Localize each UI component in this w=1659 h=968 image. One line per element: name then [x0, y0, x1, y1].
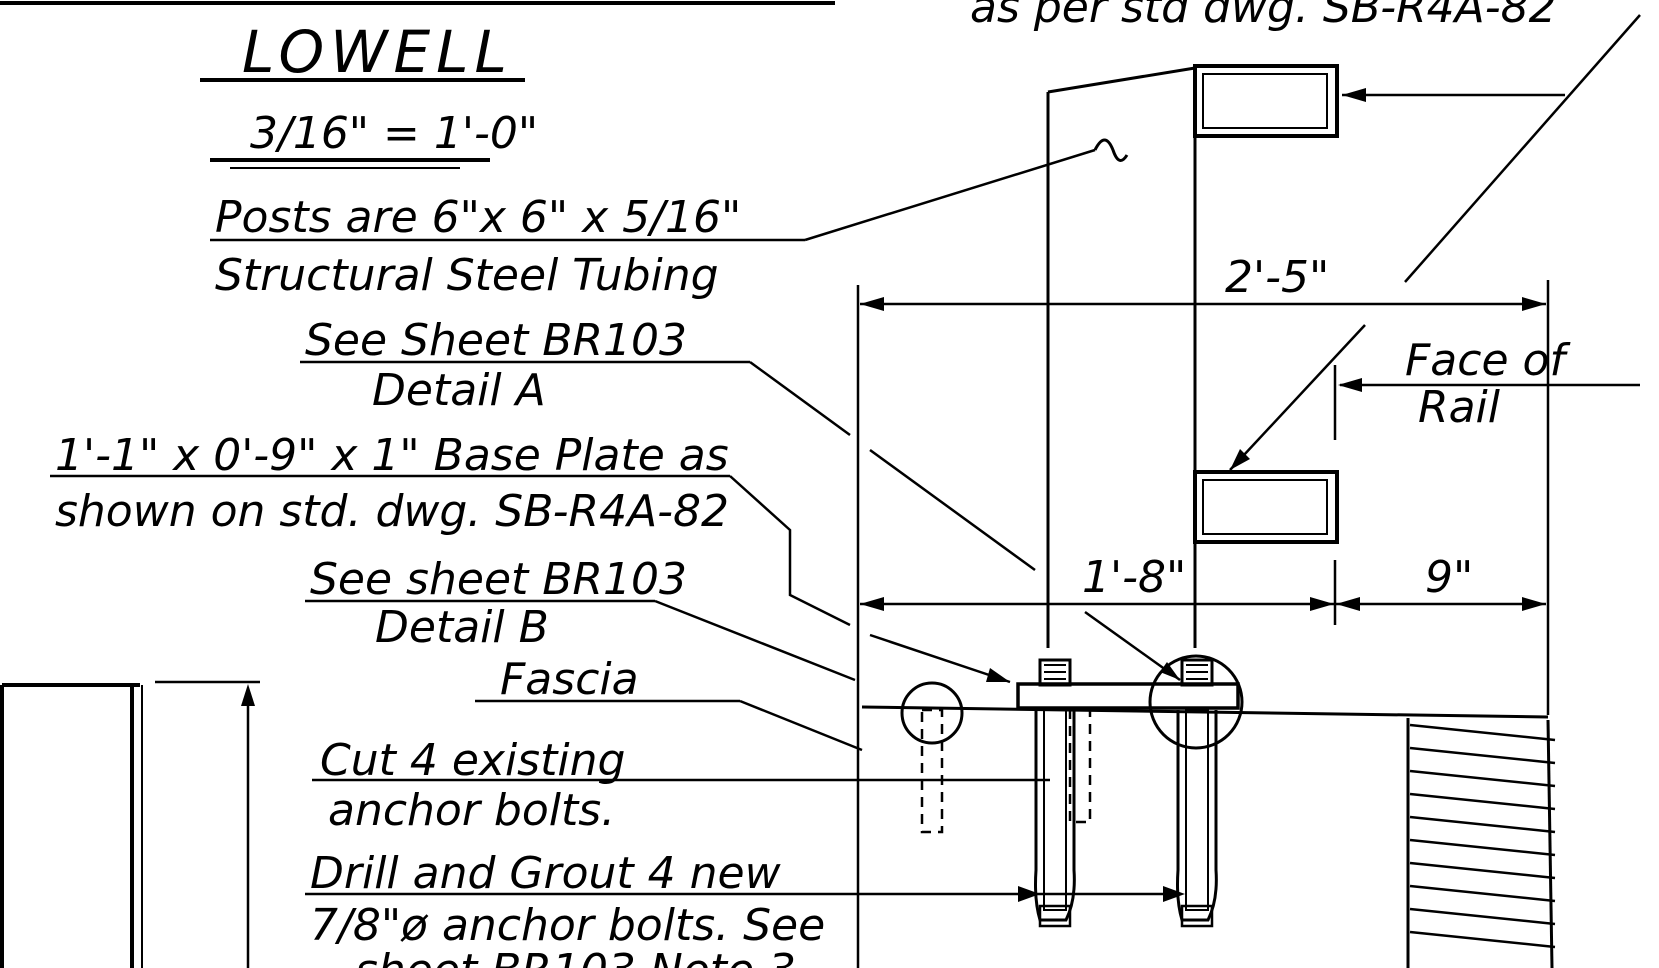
base-plate-line1: 1'-1" x 0'-9" x 1" Base Plate as	[55, 430, 729, 481]
dim-spacing-label: 1'-8"	[1082, 552, 1186, 603]
existing-anchor-bolt	[920, 708, 944, 834]
drill-note-line3: sheet BR103 Note 3	[355, 945, 796, 968]
dim-arrow-lower-mid-right	[1336, 597, 1360, 611]
dim-arrow-overall-left	[860, 297, 884, 311]
cut-note-line1: Cut 4 existing	[320, 735, 625, 786]
base-plate	[1016, 682, 1240, 710]
posts-note-line2: Structural Steel Tubing	[215, 250, 719, 301]
hatch-line	[1409, 815, 1556, 834]
hatch-line	[1409, 930, 1556, 949]
base-plate-leader-b	[869, 633, 1011, 684]
detail-a-line2: Detail A	[372, 365, 546, 416]
lower-rail-leader	[1229, 324, 1366, 471]
lower-rail-arrow	[1230, 449, 1250, 470]
base-plate-line2: shown on std. dwg. SB-R4A-82	[55, 486, 729, 537]
bolt-1-shank	[1043, 709, 1067, 911]
deck-hatching	[1409, 723, 1556, 949]
lower-rail-tube-inner	[1202, 479, 1328, 535]
dim-arrow-lower-mid-left	[1310, 597, 1334, 611]
dim-overall-label: 2'-5"	[1225, 252, 1329, 303]
hatch-line	[1409, 746, 1556, 765]
bolt-2-nut	[1180, 658, 1214, 687]
drill-arrow-1	[1018, 886, 1040, 902]
detail-b-circle	[900, 681, 964, 745]
hatch-line	[1409, 792, 1556, 811]
dim-arrow-overall-right	[1522, 297, 1546, 311]
cut-note-line2: anchor bolts.	[328, 785, 615, 836]
drawing-scale: 3/16" = 1'-0"	[250, 108, 538, 159]
upper-leader-diagonal	[1404, 14, 1641, 283]
bolt-1-grout-hole	[1034, 710, 1076, 922]
dim-arrow-lower-right	[1522, 597, 1546, 611]
drawing-title: LOWELL	[242, 18, 513, 86]
existing-anchor-bolt-2	[1068, 708, 1092, 824]
hatch-line	[1409, 769, 1556, 788]
base-plate-leader-a	[729, 475, 851, 627]
hatch-line	[1409, 861, 1556, 880]
posts-note-line1: Posts are 6"x 6" x 5/16"	[215, 192, 741, 243]
detail-a-leader-a	[749, 360, 851, 437]
drill-note-line2: 7/8"ø anchor bolts. See	[310, 900, 825, 951]
top-note: as per std dwg. SB-R4A-82	[970, 0, 1557, 33]
fascia-label: Fascia	[500, 654, 639, 705]
detail-a-circle	[1148, 654, 1244, 750]
face-of-rail-line2: Rail	[1418, 382, 1501, 433]
drill-arrow-2	[1163, 886, 1185, 902]
post-top-slope	[1047, 66, 1196, 94]
dim-offset-label: 9"	[1425, 552, 1473, 603]
face-of-rail-arrow	[1338, 378, 1362, 392]
bolt-1-nut	[1038, 658, 1072, 687]
dim-arrow-lower-left	[860, 597, 884, 611]
detail-b-line2: Detail B	[375, 602, 549, 653]
detail-a-leader-b	[869, 448, 1036, 572]
detail-a-bolt-arrow	[1160, 662, 1180, 680]
bolt-2-shank	[1185, 709, 1209, 911]
column-dim-arrow	[241, 684, 255, 706]
hatch-line	[1409, 723, 1556, 742]
face-of-rail-line1: Face of	[1405, 335, 1571, 386]
base-plate-arrow	[986, 668, 1010, 682]
detail-a-line1: See Sheet BR103	[305, 315, 687, 366]
upper-rail-tube-inner	[1202, 73, 1328, 129]
posts-leader-squiggle	[1093, 138, 1129, 162]
hatch-line	[1409, 884, 1556, 903]
fascia-leader	[739, 699, 863, 752]
posts-leader	[804, 148, 1096, 242]
bolt-2-head	[1180, 904, 1214, 928]
upper-rail-arrow	[1342, 88, 1366, 102]
bolt-1-head	[1038, 904, 1072, 928]
hatch-line	[1409, 907, 1556, 926]
detail-b-line1: See sheet BR103	[310, 554, 687, 605]
detail-b-leader	[654, 599, 856, 682]
bolt-2-grout-hole	[1176, 710, 1218, 922]
deck-right-edge	[1546, 719, 1554, 968]
lower-rail-tube	[1193, 470, 1339, 544]
upper-rail-tube	[1193, 64, 1339, 138]
drill-note-line1: Drill and Grout 4 new	[310, 848, 782, 899]
deck-top-line	[861, 705, 1549, 719]
hatch-line	[1409, 838, 1556, 857]
